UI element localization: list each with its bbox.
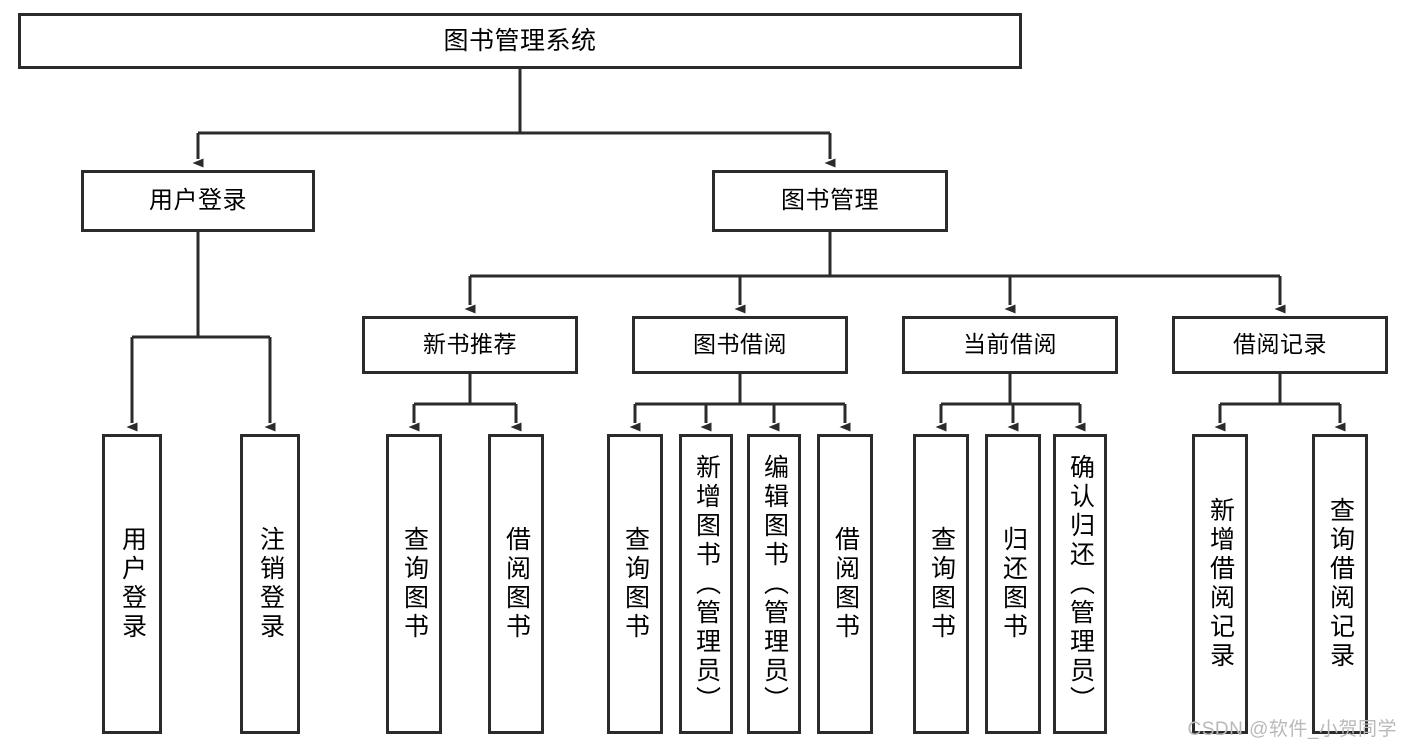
node-leaf-12[interactable]: 查询借阅记录 bbox=[1312, 434, 1368, 734]
node-leaf-3-label: 借阅图书 bbox=[502, 526, 531, 642]
node-leaf-1-label: 注销登录 bbox=[256, 526, 285, 642]
node-level1-0[interactable]: 用户登录 bbox=[81, 170, 315, 232]
node-level2-0[interactable]: 新书推荐 bbox=[362, 316, 578, 374]
node-level2-0-label: 新书推荐 bbox=[423, 331, 517, 358]
node-root[interactable]: 图书管理系统 bbox=[18, 13, 1022, 69]
node-leaf-8[interactable]: 查询图书 bbox=[913, 434, 969, 734]
node-root-label: 图书管理系统 bbox=[443, 27, 597, 55]
node-leaf-8-label: 查询图书 bbox=[927, 526, 956, 642]
node-leaf-7[interactable]: 借阅图书 bbox=[817, 434, 873, 734]
node-leaf-11-label: 新增借阅记录 bbox=[1206, 497, 1235, 671]
node-leaf-2-label: 查询图书 bbox=[400, 526, 429, 642]
csdn-watermark: CSDN @软件_小贺同学 bbox=[1187, 719, 1397, 740]
node-level1-0-label: 用户登录 bbox=[149, 186, 247, 214]
node-leaf-3[interactable]: 借阅图书 bbox=[488, 434, 544, 734]
node-leaf-6-label: 编辑图书（管理员） bbox=[760, 453, 789, 715]
node-leaf-2[interactable]: 查询图书 bbox=[386, 434, 442, 734]
node-leaf-0-label: 用户登录 bbox=[118, 526, 147, 642]
node-level2-2[interactable]: 当前借阅 bbox=[902, 316, 1118, 374]
node-leaf-1[interactable]: 注销登录 bbox=[240, 434, 300, 734]
node-leaf-11[interactable]: 新增借阅记录 bbox=[1192, 434, 1248, 734]
node-level2-3-label: 借阅记录 bbox=[1233, 331, 1327, 358]
node-leaf-9-label: 归还图书 bbox=[999, 526, 1028, 642]
node-leaf-4-label: 查询图书 bbox=[621, 526, 650, 642]
node-leaf-6[interactable]: 编辑图书（管理员） bbox=[747, 434, 801, 734]
node-leaf-4[interactable]: 查询图书 bbox=[607, 434, 663, 734]
node-level1-1-label: 图书管理 bbox=[781, 186, 879, 214]
node-level2-1-label: 图书借阅 bbox=[693, 331, 787, 358]
node-leaf-10-label: 确认归还（管理员） bbox=[1066, 453, 1095, 715]
node-level2-2-label: 当前借阅 bbox=[963, 331, 1057, 358]
node-level2-1[interactable]: 图书借阅 bbox=[632, 316, 848, 374]
node-leaf-12-label: 查询借阅记录 bbox=[1326, 497, 1355, 671]
node-leaf-5[interactable]: 新增图书（管理员） bbox=[679, 434, 733, 734]
node-leaf-0[interactable]: 用户登录 bbox=[102, 434, 162, 734]
node-leaf-10[interactable]: 确认归还（管理员） bbox=[1053, 434, 1107, 734]
node-leaf-7-label: 借阅图书 bbox=[831, 526, 860, 642]
node-leaf-9[interactable]: 归还图书 bbox=[985, 434, 1041, 734]
node-level2-3[interactable]: 借阅记录 bbox=[1172, 316, 1388, 374]
node-level1-1[interactable]: 图书管理 bbox=[712, 170, 948, 232]
node-leaf-5-label: 新增图书（管理员） bbox=[692, 453, 721, 715]
